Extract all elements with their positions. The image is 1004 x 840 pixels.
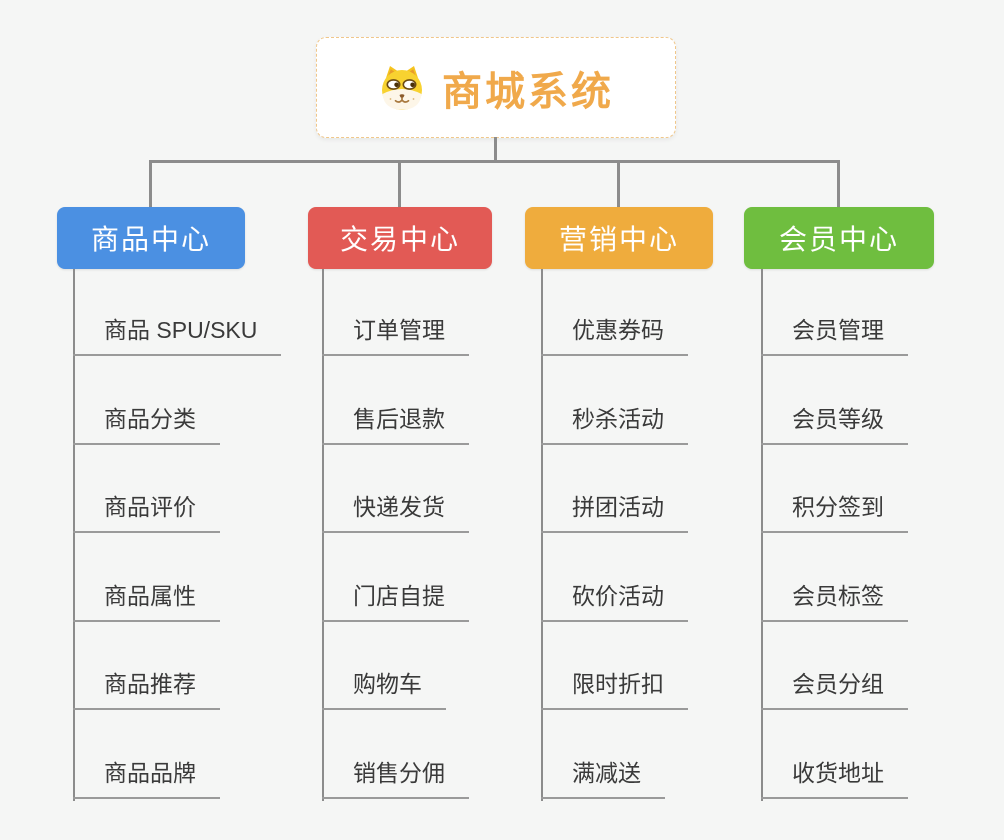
- leaf-node[interactable]: 购物车: [322, 669, 446, 710]
- branch-node-trade-center[interactable]: 交易中心: [308, 207, 492, 269]
- leaf-node[interactable]: 优惠券码: [541, 315, 688, 356]
- connector-drop-trade: [398, 160, 401, 208]
- trunk-product-center: [73, 269, 75, 801]
- leaf-node[interactable]: 订单管理: [322, 315, 469, 356]
- leaf-node[interactable]: 售后退款: [322, 404, 469, 445]
- leaf-node[interactable]: 会员标签: [761, 581, 908, 622]
- leaf-node[interactable]: 砍价活动: [541, 581, 688, 622]
- leaf-node[interactable]: 会员分组: [761, 669, 908, 710]
- leaf-node[interactable]: 快递发货: [322, 492, 469, 533]
- connector-drop-marketing: [617, 160, 620, 208]
- trunk-trade-center: [322, 269, 324, 801]
- connector-drop-member: [837, 160, 840, 208]
- leaf-node[interactable]: 秒杀活动: [541, 404, 688, 445]
- leaf-node[interactable]: 会员等级: [761, 404, 908, 445]
- leaf-node[interactable]: 商品品牌: [73, 758, 220, 799]
- connector-drop-product: [149, 160, 152, 208]
- leaf-node[interactable]: 商品分类: [73, 404, 220, 445]
- leaf-node[interactable]: 商品评价: [73, 492, 220, 533]
- trunk-marketing-center: [541, 269, 543, 801]
- dog-face-icon: [382, 65, 422, 110]
- root-node-mall-system[interactable]: 商城系统: [316, 37, 676, 138]
- branch-node-marketing-center[interactable]: 营销中心: [525, 207, 713, 269]
- leaf-node[interactable]: 收货地址: [761, 758, 908, 799]
- leaf-node[interactable]: 商品 SPU/SKU: [73, 315, 282, 356]
- leaf-node[interactable]: 积分签到: [761, 492, 908, 533]
- leaf-node[interactable]: 销售分佣: [322, 758, 469, 799]
- trunk-member-center: [761, 269, 763, 801]
- leaf-node[interactable]: 商品推荐: [73, 669, 220, 710]
- leaf-node[interactable]: 满减送: [541, 758, 665, 799]
- leaf-node[interactable]: 会员管理: [761, 315, 908, 356]
- leaf-node[interactable]: 商品属性: [73, 581, 220, 622]
- root-title: 商城系统: [442, 69, 614, 114]
- connector-root-stub: [494, 137, 497, 162]
- leaf-node[interactable]: 门店自提: [322, 581, 469, 622]
- branch-node-member-center[interactable]: 会员中心: [744, 207, 934, 269]
- leaf-node[interactable]: 限时折扣: [541, 669, 688, 710]
- leaf-node[interactable]: 拼团活动: [541, 492, 688, 533]
- branch-node-product-center[interactable]: 商品中心: [57, 207, 245, 269]
- connector-horizontal-rail: [149, 160, 840, 163]
